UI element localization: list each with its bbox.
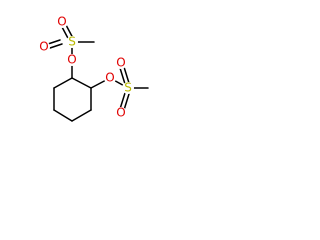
atom-bg	[115, 107, 127, 119]
atom-label-o6: O	[116, 106, 125, 120]
atom-label-o2: O	[57, 15, 66, 29]
atom-bg	[122, 82, 134, 94]
atom-label-o5: O	[116, 56, 125, 70]
atom-label-s2: S	[124, 81, 132, 95]
ring-bond-5	[53, 109, 73, 122]
ring-bond-2	[71, 77, 92, 89]
atom-labels: O O S O O O S O	[38, 15, 134, 120]
s2-o6-bond-b	[123, 93, 130, 111]
atom-label-o4: O	[105, 71, 114, 85]
atom-bg	[66, 54, 78, 66]
s2-o5-bond-b	[123, 66, 130, 84]
atom-bg	[104, 72, 116, 84]
s1-o3-bond-a	[47, 39, 61, 45]
molecule-structure: O O S O O O S O	[38, 15, 149, 122]
cyclohexane-ring	[53, 77, 92, 122]
atom-bg	[66, 36, 78, 48]
atom-label-s1: S	[68, 35, 76, 49]
atom-bg	[115, 57, 127, 69]
atom-label-o3: O	[39, 40, 48, 54]
mesylate-group-lower	[90, 66, 149, 111]
s1-o3-bond-b	[49, 43, 63, 49]
ring-bond-1	[53, 77, 73, 89]
ring-bond-4	[71, 109, 92, 122]
atom-bg	[56, 16, 68, 28]
s2-o6-bond-a	[119, 92, 126, 110]
s2-o5-bond-a	[119, 67, 126, 85]
atom-label-o1: O	[67, 53, 76, 67]
mesylate-group-upper	[47, 24, 95, 79]
atom-bg	[38, 41, 50, 53]
